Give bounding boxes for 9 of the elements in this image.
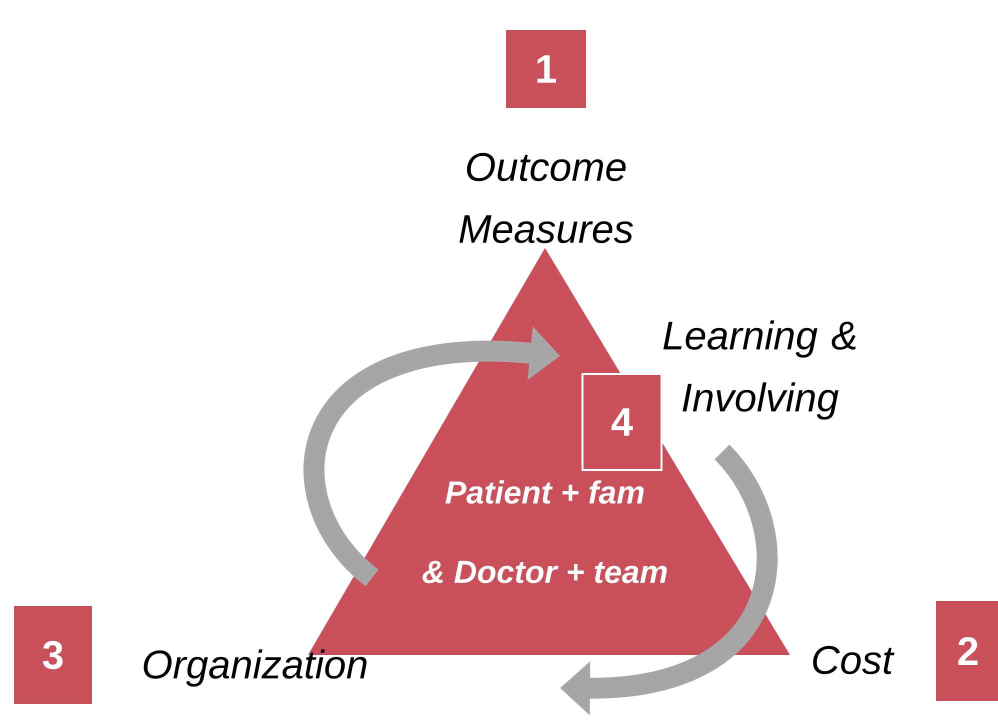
caption-text: Learning & Involving [663, 320, 856, 420]
number-box: 1 [506, 30, 586, 108]
caption-text: Outcome Measures [459, 152, 633, 244]
triangle-text: Patient + fam [446, 480, 644, 504]
caption-text: Organization [144, 649, 367, 687]
number-box: 2 [936, 601, 998, 701]
number-box: 3 [14, 606, 92, 704]
caption-text: Cost [813, 646, 894, 674]
triangle-text: & Doctor + team [422, 560, 667, 584]
